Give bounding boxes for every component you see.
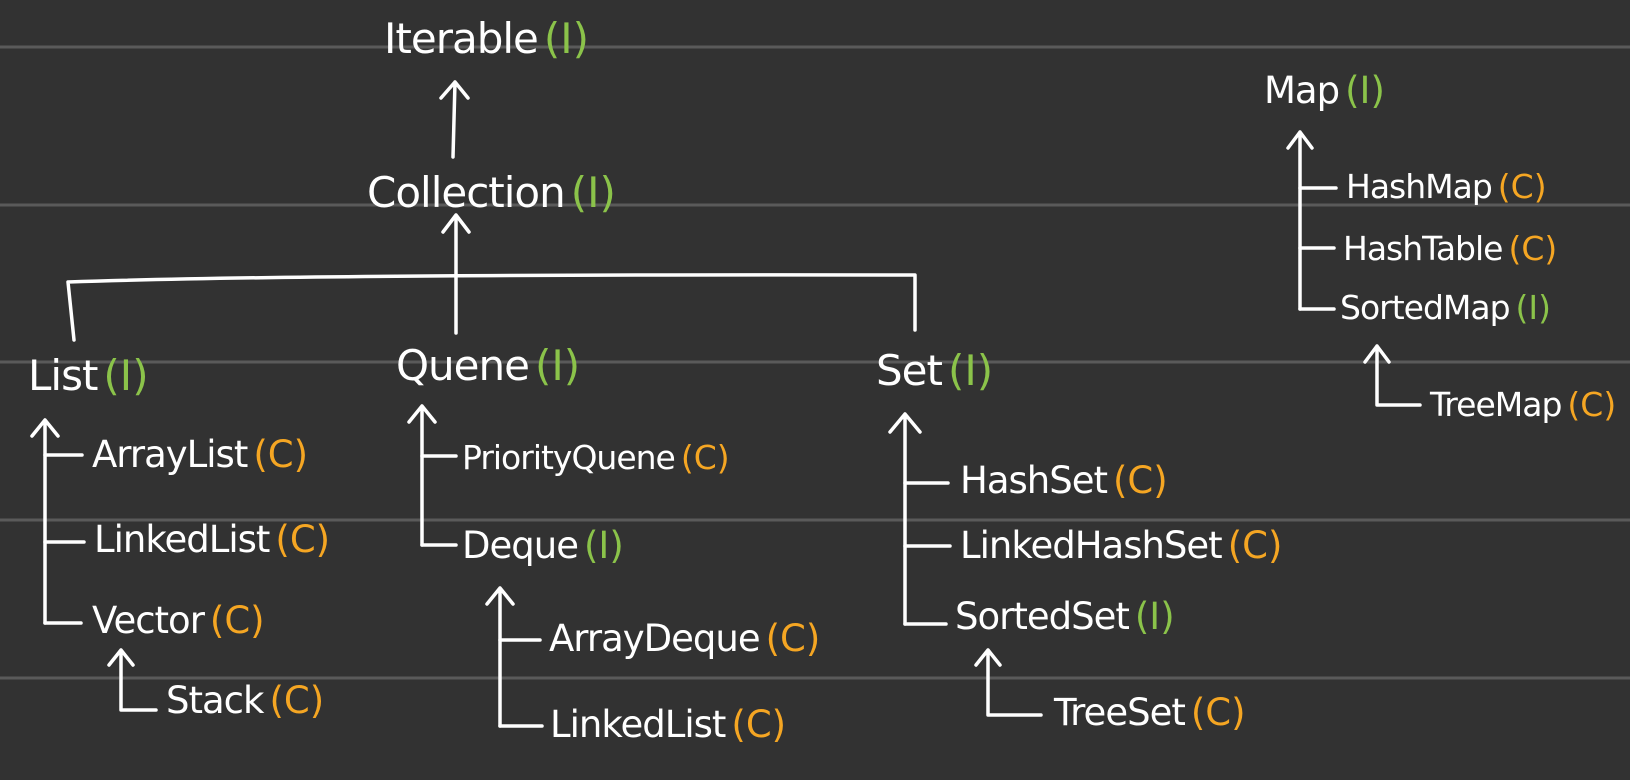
interface-tag: (I) xyxy=(103,351,149,400)
node-name: TreeSet xyxy=(1054,691,1186,734)
node-name: HashMap xyxy=(1346,167,1493,206)
arrow-to-collection xyxy=(441,213,471,335)
class-tag: (C) xyxy=(209,599,265,642)
class-tag: (C) xyxy=(1497,167,1547,206)
node-sortedmap: SortedMap(I) xyxy=(1340,291,1551,324)
node-arraylist: ArrayList(C) xyxy=(92,436,308,473)
class-tag: (C) xyxy=(765,617,821,660)
node-name: PriorityQuene xyxy=(462,438,676,477)
node-linkedlist: LinkedList(C) xyxy=(94,521,330,558)
bracket-list-queue-set xyxy=(66,273,917,342)
class-tag: (C) xyxy=(1190,691,1246,734)
node-name: Stack xyxy=(166,679,264,722)
node-name: HashSet xyxy=(960,459,1108,502)
node-stack: Stack(C) xyxy=(166,682,324,719)
node-arraydeque: ArrayDeque(C) xyxy=(549,620,820,657)
node-name: LinkedList xyxy=(94,518,270,561)
class-tag: (C) xyxy=(1227,524,1283,567)
node-hashmap: HashMap(C) xyxy=(1346,170,1547,203)
class-tag: (C) xyxy=(731,703,787,746)
node-priorityqueue: PriorityQuene(C) xyxy=(462,441,730,474)
arrow-treemap-to-sortedmap xyxy=(1363,344,1422,407)
interface-tag: (I) xyxy=(543,14,590,63)
node-name: SortedMap xyxy=(1340,288,1511,327)
node-set: Set(I) xyxy=(876,350,993,392)
class-tag: (C) xyxy=(1112,459,1168,502)
node-sortedset: SortedSet(I) xyxy=(955,598,1175,635)
node-treeset: TreeSet(C) xyxy=(1054,694,1246,731)
node-name: Collection xyxy=(367,168,566,217)
interface-tag: (I) xyxy=(1345,69,1385,112)
node-name: ArrayDeque xyxy=(549,617,761,660)
class-tag: (C) xyxy=(253,433,309,476)
node-queue: Quene(I) xyxy=(396,345,580,387)
arrow-set-children xyxy=(888,412,922,626)
interface-tag: (I) xyxy=(947,346,994,395)
node-collection: Collection(I) xyxy=(367,172,616,214)
class-tag: (C) xyxy=(269,679,325,722)
interface-tag: (I) xyxy=(583,524,624,567)
node-name: Map xyxy=(1264,69,1340,112)
arrow-deque-children xyxy=(485,586,515,728)
node-hashtable: HashTable(C) xyxy=(1343,232,1557,265)
class-tag: (C) xyxy=(1508,229,1558,268)
node-name: LinkedList xyxy=(550,703,726,746)
arrow-collection-to-iterable xyxy=(439,80,470,159)
node-name: SortedSet xyxy=(955,595,1130,638)
node-deque-linkedlist: LinkedList(C) xyxy=(550,706,786,743)
node-name: ArrayList xyxy=(92,433,248,476)
node-name: HashTable xyxy=(1343,229,1503,268)
node-name: LinkedHashSet xyxy=(960,524,1223,567)
class-tag: (C) xyxy=(1567,385,1617,424)
node-name: Vector xyxy=(92,599,205,642)
class-tag: (C) xyxy=(275,518,331,561)
node-treemap: TreeMap(C) xyxy=(1430,388,1616,421)
interface-tag: (I) xyxy=(570,168,616,217)
node-deque: Deque(I) xyxy=(462,527,624,564)
node-hashset: HashSet(C) xyxy=(960,462,1168,499)
node-list: List(I) xyxy=(28,355,149,397)
interface-tag: (I) xyxy=(1134,595,1175,638)
arrow-treeset-to-sortedset xyxy=(974,648,1043,717)
node-name: Iterable xyxy=(384,14,539,63)
node-name: TreeMap xyxy=(1430,385,1562,424)
arrow-queue-children xyxy=(407,404,437,547)
node-name: List xyxy=(28,351,98,400)
interface-tag: (I) xyxy=(534,341,581,390)
node-name: Set xyxy=(876,346,943,395)
class-tag: (C) xyxy=(680,438,730,477)
node-vector: Vector(C) xyxy=(92,602,265,639)
arrow-map-children xyxy=(1286,130,1314,311)
node-name: Deque xyxy=(462,524,579,567)
node-name: Quene xyxy=(396,341,530,390)
ruled-lines xyxy=(0,45,1630,680)
interface-tag: (I) xyxy=(1515,288,1552,327)
arrow-stack-to-vector xyxy=(107,648,158,712)
node-iterable: Iterable(I) xyxy=(384,18,589,60)
node-map: Map(I) xyxy=(1264,72,1385,109)
node-linkedhashset: LinkedHashSet(C) xyxy=(960,527,1282,564)
